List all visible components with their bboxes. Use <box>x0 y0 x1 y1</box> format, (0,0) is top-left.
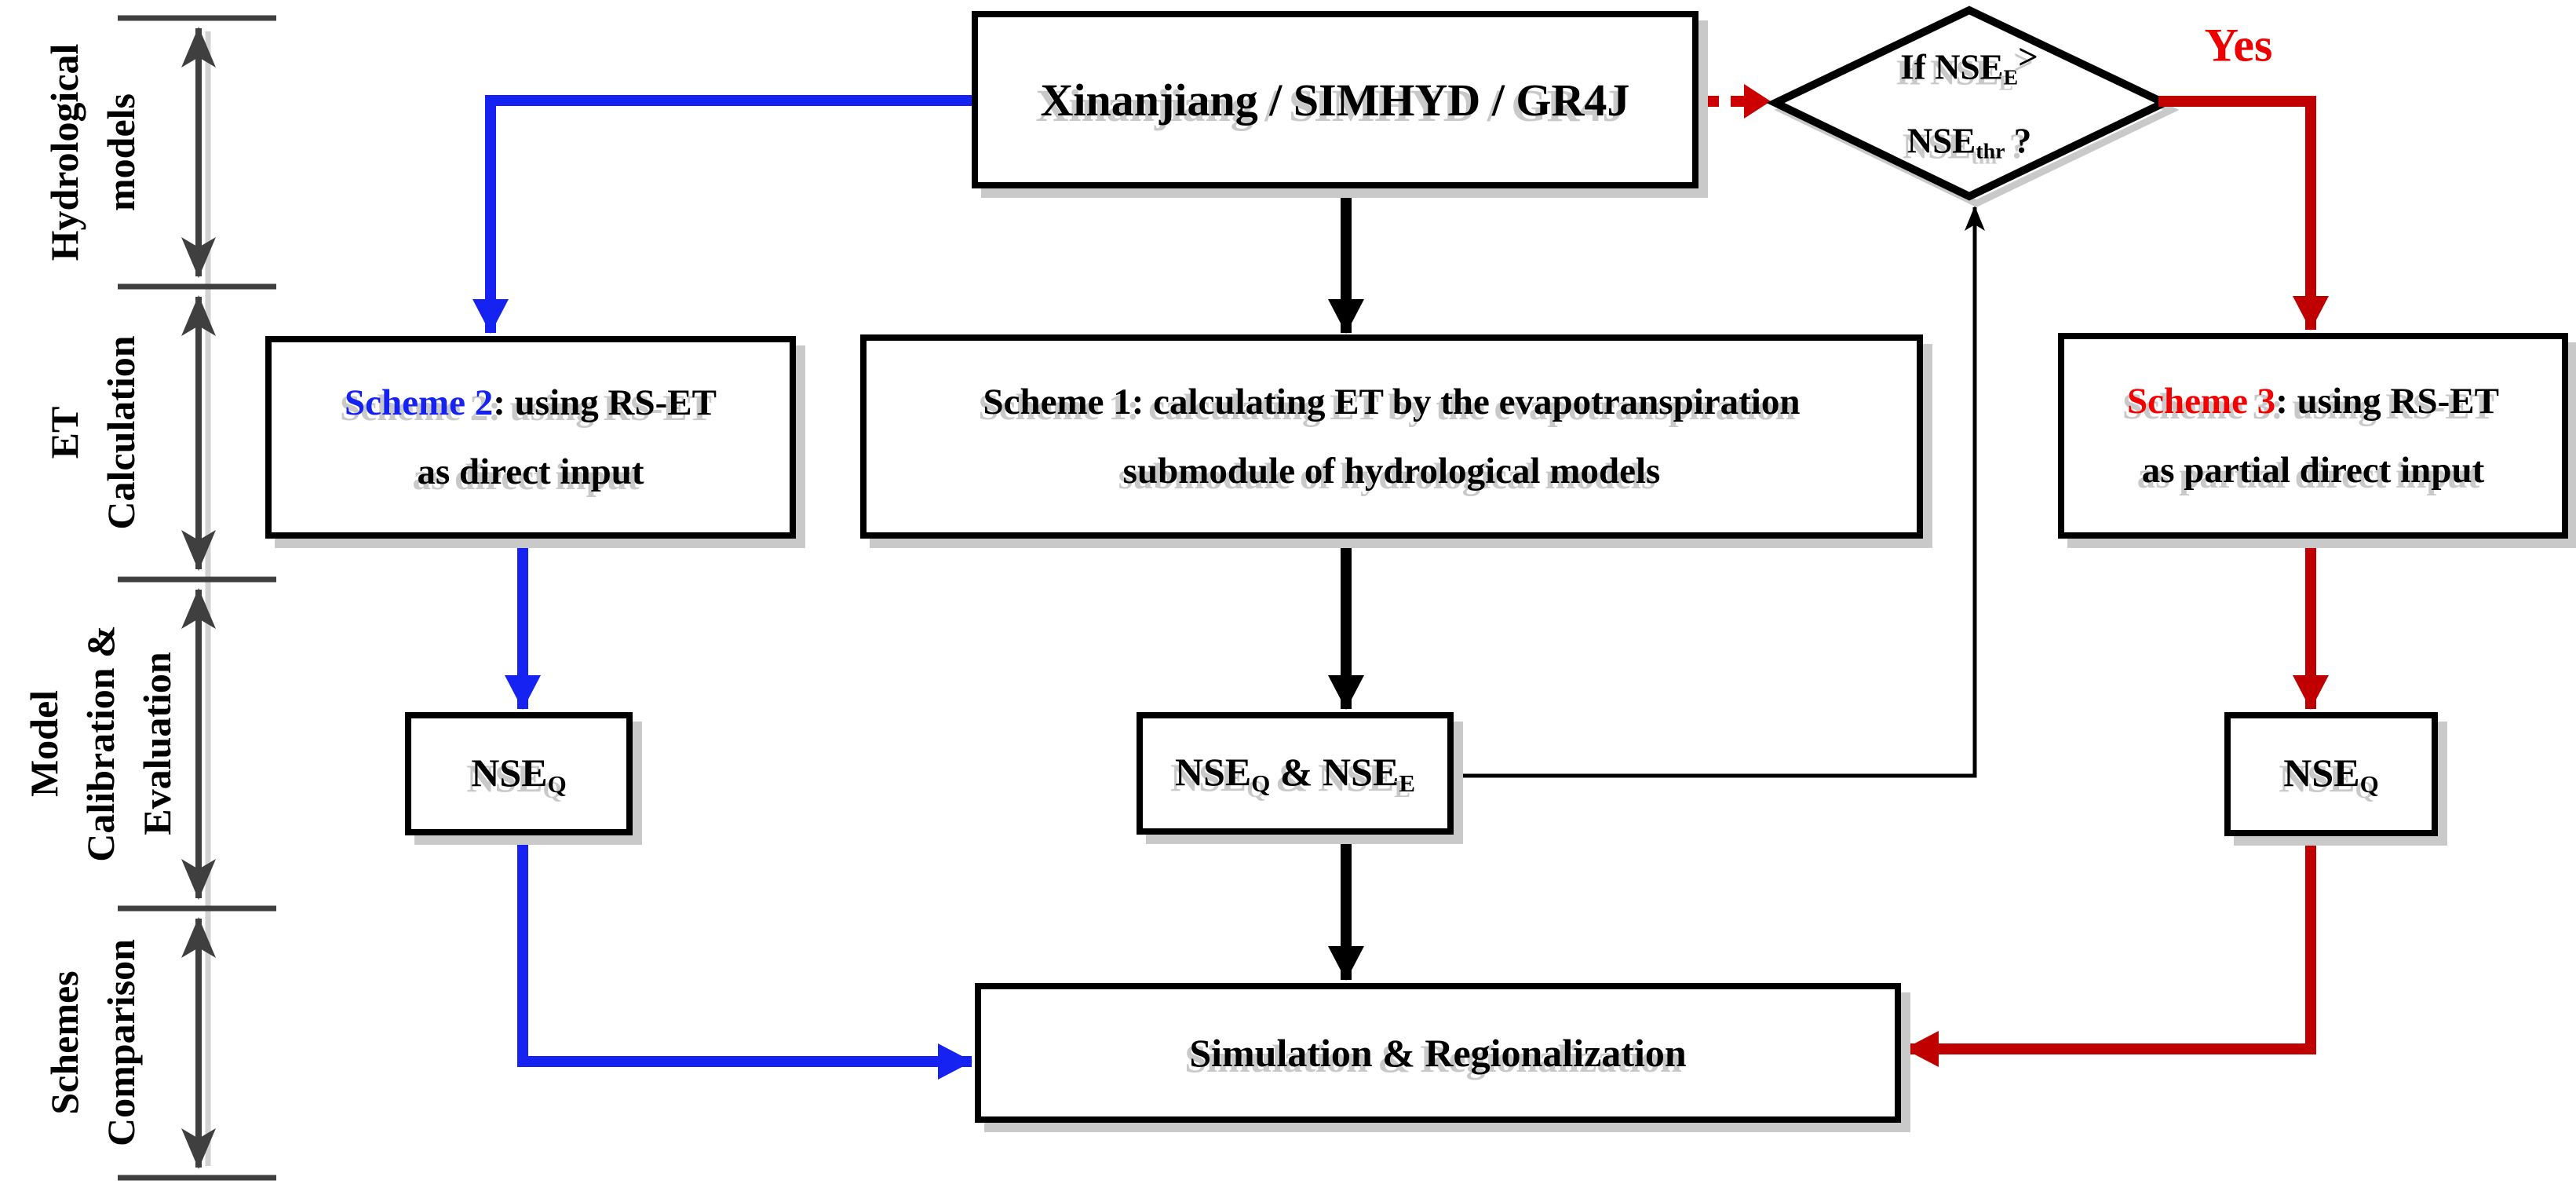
section-label-model-calibration-evaluation: Model Calibration & Evaluation <box>16 625 185 861</box>
scheme1-line1: Scheme 1: calculating ET by the evapotra… <box>983 382 1801 422</box>
scheme2-box: Scheme 2: using RS-ET as direct input <box>265 336 796 539</box>
scheme3-box: Scheme 3: using RS-ET as partial direct … <box>2058 333 2568 539</box>
nseq-right-sub: Q <box>2359 769 2379 798</box>
decision-label: If NSEE> NSEthr ? <box>1900 26 2038 184</box>
nse-center-sub2: E <box>1399 769 1415 797</box>
feedback-nse-to-decision-line <box>1449 206 1985 778</box>
scheme2-line1: Scheme 2: using RS-ET <box>345 368 717 437</box>
simulation-label: Simulation & Regionalization <box>1189 1031 1687 1075</box>
nse-center-amp: & <box>1270 750 1323 795</box>
arrow-decision-to-scheme3-red <box>2158 96 2329 331</box>
nse-center-label: NSEQ & NSEE <box>1175 749 1415 798</box>
section-label-hydrological-models: Hydrological models <box>36 44 149 261</box>
scheme2-title: Scheme 2 <box>345 382 494 423</box>
yes-label: Yes <box>2204 19 2273 71</box>
nse-center-base2: NSE <box>1323 750 1399 795</box>
nseq-left-box: NSEQ <box>405 712 633 835</box>
nse-center-base1: NSE <box>1175 750 1252 795</box>
models-box: Xinanjiang / SIMHYD / GR4J <box>972 11 1698 188</box>
arrow-models-to-scheme2-blue <box>473 95 976 334</box>
scheme2-line2: as direct input <box>417 451 644 492</box>
arrow-nseq-to-simulation-red <box>1904 832 2316 1067</box>
nse-center-box: NSEQ & NSEE <box>1137 712 1454 835</box>
dashed-arrowhead-red <box>1744 84 1771 119</box>
nseq-left-sub: Q <box>547 769 567 798</box>
section-label-schemes-comparison: Schemes Comparison <box>36 939 149 1146</box>
decision-line1: If NSEE> <box>1900 26 2038 110</box>
nseq-right-box: NSEQ <box>2224 712 2438 836</box>
scheme2-rest: : using RS-ET <box>493 382 717 423</box>
section-label-line: Comparison <box>99 939 143 1146</box>
section-label-line: Model <box>22 689 66 798</box>
section-ruler <box>118 15 276 1181</box>
section-label-et-calculation: ET Calculation <box>36 335 149 529</box>
decision-line2-sub: thr <box>1976 139 2005 164</box>
scheme3-line2: as partial direct input <box>2141 450 2485 491</box>
nse-center-sub1: Q <box>1251 769 1271 797</box>
section-label-line: Schemes <box>42 970 86 1115</box>
decision-line1-pre: If NSE <box>1900 47 2004 87</box>
decision-line2-post: ? <box>2005 121 2032 161</box>
arrow-nseq-to-simulation-blue <box>517 831 972 1080</box>
nseq-left-base: NSE <box>471 750 548 795</box>
decision-line1-sub: E <box>2003 65 2019 90</box>
models-label: Xinanjiang / SIMHYD / GR4J <box>1040 74 1630 126</box>
scheme3-line1: Scheme 3: using RS-ET <box>2127 367 2499 436</box>
section-label-line: Calculation <box>99 335 143 530</box>
section-label-line: ET <box>42 406 86 459</box>
scheme1-box: Scheme 1: calculating ET by the evapotra… <box>860 334 1923 539</box>
scheme1-line2: submodule of hydrological models <box>1122 451 1661 492</box>
scheme3-rest: : using RS-ET <box>2275 381 2499 422</box>
nseq-left-label: NSEQ <box>471 750 566 798</box>
simulation-box: Simulation & Regionalization <box>975 983 1901 1123</box>
decision-line2: NSEthr ? <box>1900 109 2038 183</box>
section-label-line: Hydrological <box>42 43 86 261</box>
nseq-right-label: NSEQ <box>2283 750 2378 798</box>
section-label-line: Evaluation <box>135 652 179 835</box>
section-label-line: models <box>99 93 143 212</box>
decision-line1-post: > <box>2018 37 2038 77</box>
nseq-right-base: NSE <box>2283 751 2360 795</box>
scheme3-title: Scheme 3 <box>2127 381 2276 422</box>
decision-line2-base: NSE <box>1906 121 1976 161</box>
section-label-line: Calibration & <box>78 625 122 862</box>
